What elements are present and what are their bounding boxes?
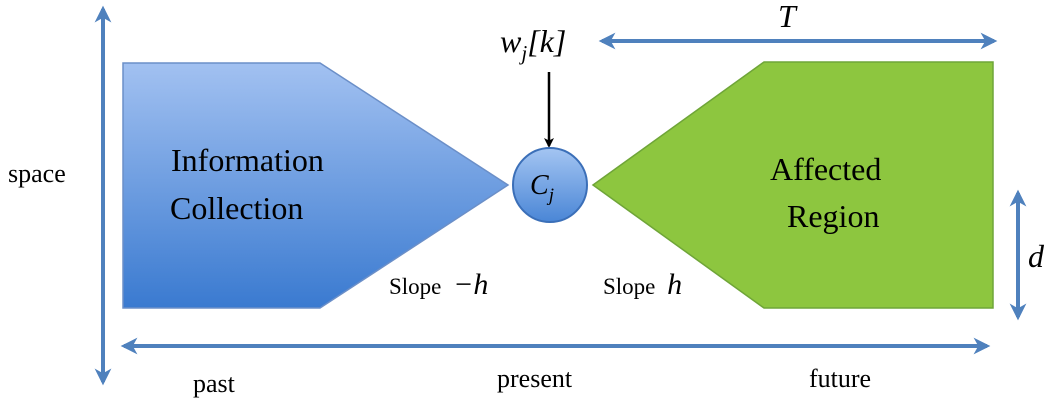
left-region-title-line1: Information [171,142,324,178]
controller-node [512,147,588,223]
node-label-sub: j [546,185,554,206]
right-slope-label: Slope h [603,268,682,301]
input-label: wj[k] [500,23,566,65]
information-collection-region [122,62,510,309]
right-region-title-line2: Region [787,198,879,234]
input-symbol-sub: j [518,41,527,65]
affected-region [591,61,994,309]
right-region-title-line1: Affected [770,151,881,187]
horizon-label: T [778,0,798,34]
input-symbol-index: [k] [527,23,566,59]
depth-label: d [1028,238,1045,274]
node-label: Cj [530,170,554,206]
future-label: future [809,364,871,393]
space-axis-label: space [8,159,66,188]
left-region-title-line2: Collection [170,190,303,226]
node-label-main: C [530,170,549,201]
left-slope-word: Slope [389,274,441,299]
left-slope-value: −h [453,268,488,301]
past-label: past [193,369,236,398]
left-slope-label: Slope −h [389,268,488,301]
present-label: present [497,364,573,393]
input-symbol-main: w [500,23,522,59]
right-slope-value: h [667,268,682,301]
right-slope-word: Slope [603,274,655,299]
